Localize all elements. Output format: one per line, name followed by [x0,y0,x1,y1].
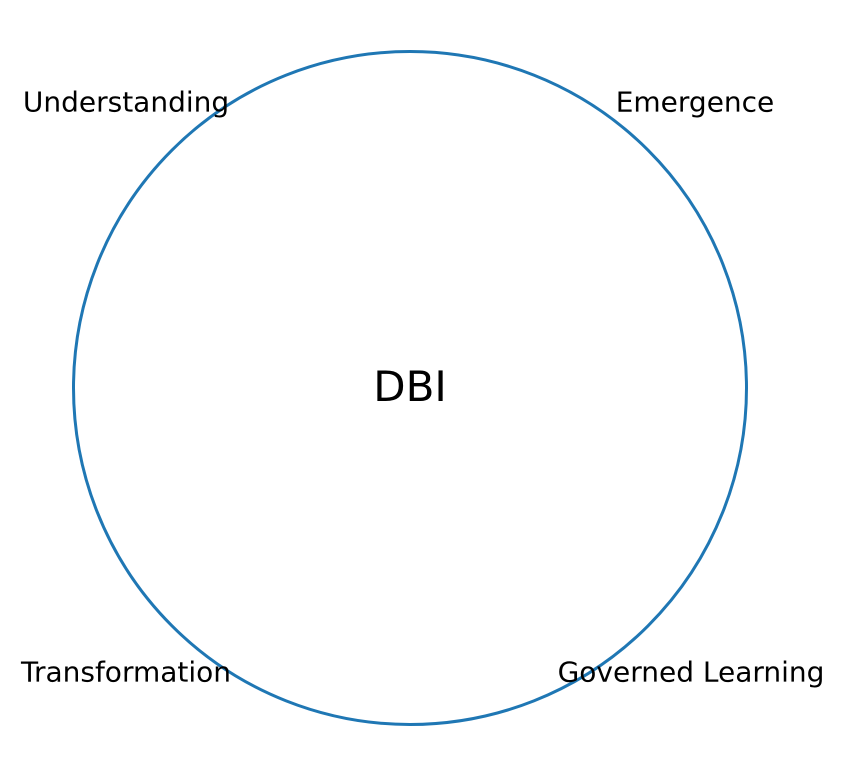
label-dbi-center: DBI [373,361,447,411]
label-understanding: Understanding [22,85,230,119]
label-governed-learning: Governed Learning [557,655,825,689]
label-transformation: Transformation [20,655,232,689]
dbi-cycle-circle [72,50,748,726]
label-emergence: Emergence [615,85,775,119]
